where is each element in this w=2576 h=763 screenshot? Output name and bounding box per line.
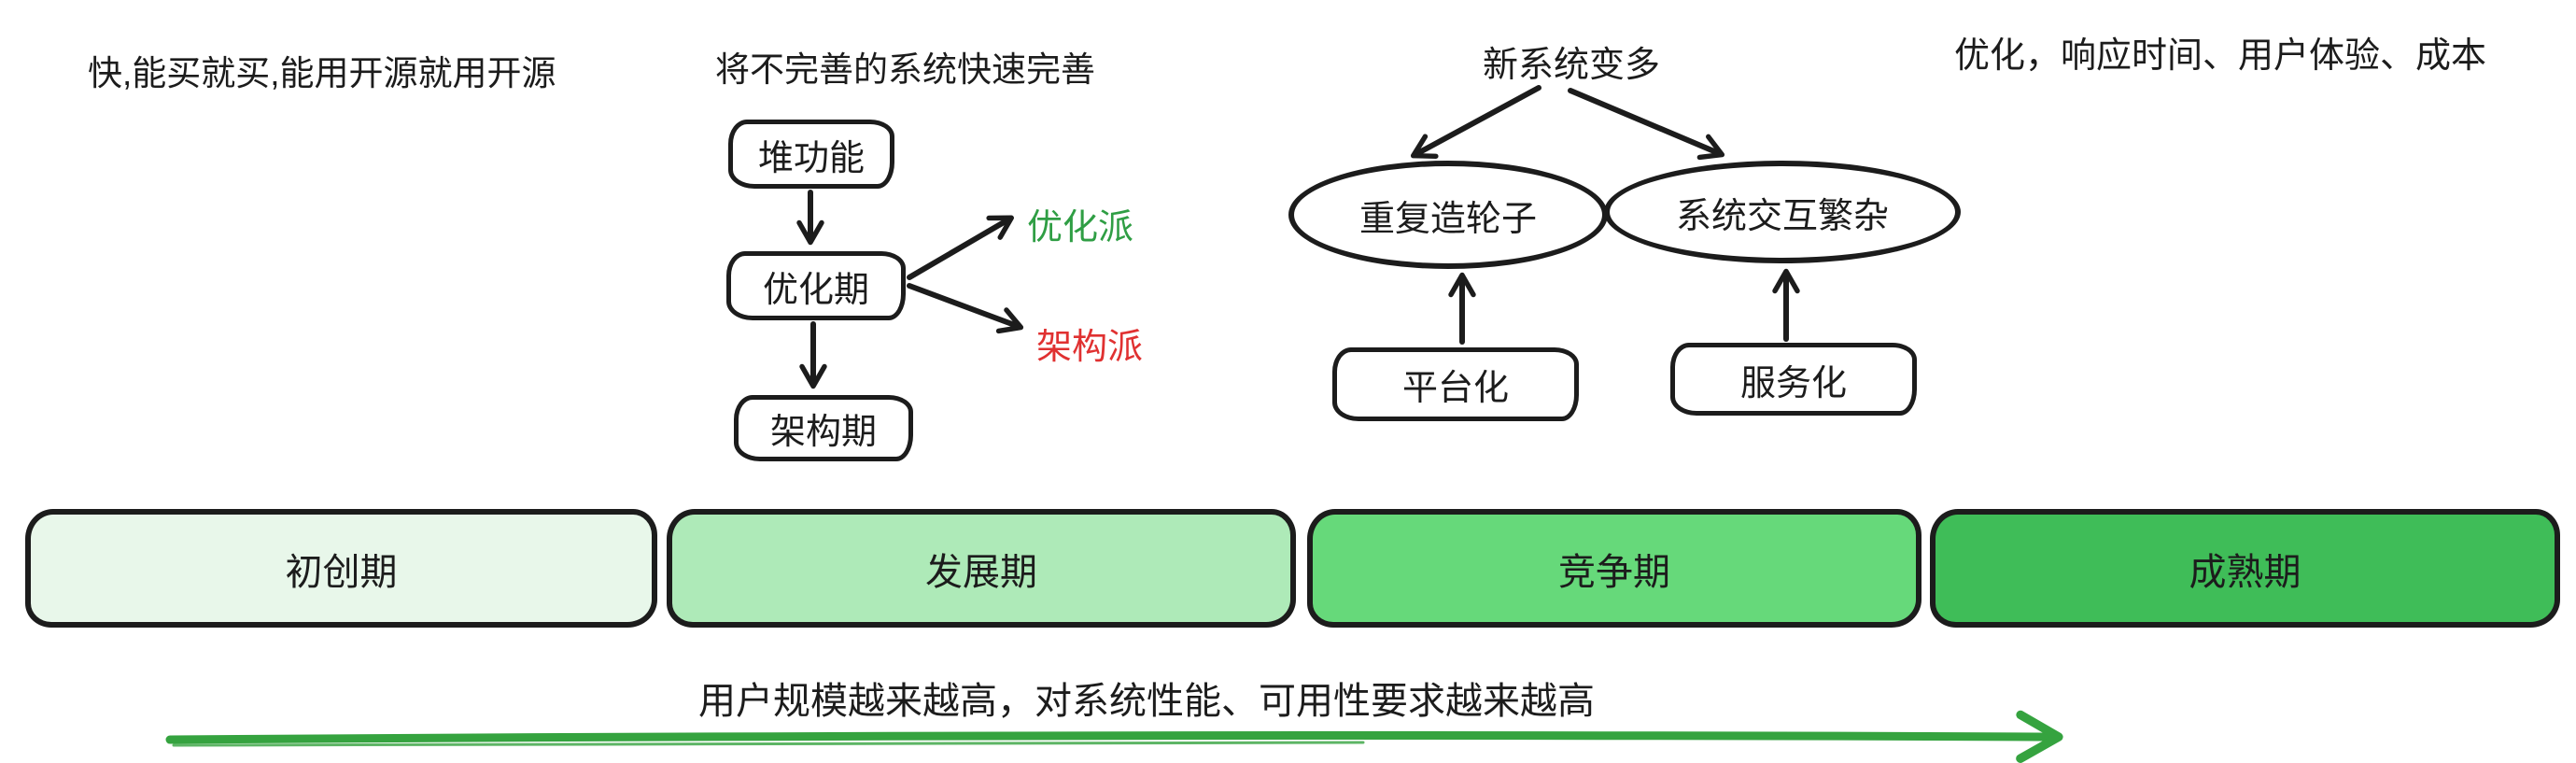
annotation-maturity: 优化，响应时间、用户体验、成本 bbox=[1954, 36, 2487, 76]
stage-bar-initial: 初创期 bbox=[25, 509, 657, 628]
ellipse-reinvent-wheel: 重复造轮子 bbox=[1288, 161, 1608, 269]
arrow-newsystems-to-interaction bbox=[1568, 88, 1725, 161]
stage-label: 发展期 bbox=[925, 551, 1037, 593]
node-label: 重复造轮子 bbox=[1358, 199, 1537, 239]
annotation-user-scale: 用户规模越来越高，对系统性能、可用性要求越来越高 bbox=[698, 681, 1595, 722]
node-servitization: 服务化 bbox=[1670, 343, 1917, 416]
annotation-competition: 新系统变多 bbox=[1483, 46, 1661, 85]
ellipse-complex-interaction: 系统交互繁杂 bbox=[1604, 161, 1961, 263]
node-architecture-phase: 架构期 bbox=[734, 395, 913, 461]
node-platformization: 平台化 bbox=[1332, 347, 1579, 421]
branch-optimize-label: 优化派 bbox=[1027, 208, 1134, 247]
node-label: 优化期 bbox=[762, 270, 869, 310]
stage-bar-maturity: 成熟期 bbox=[1930, 509, 2560, 628]
node-label: 架构期 bbox=[769, 413, 877, 452]
arrow-to-architecture-branch bbox=[907, 283, 1024, 334]
stage-label: 初创期 bbox=[285, 551, 398, 593]
annotation-growth: 将不完善的系统快速完善 bbox=[715, 50, 1095, 89]
arrow-newsystems-to-wheel bbox=[1410, 85, 1541, 159]
node-label: 服务化 bbox=[1739, 363, 1847, 403]
stage-bar-competition: 竞争期 bbox=[1307, 509, 1921, 628]
node-label: 堆功能 bbox=[757, 138, 865, 178]
stage-label: 成熟期 bbox=[2189, 551, 2302, 593]
node-optimize-phase: 优化期 bbox=[726, 251, 906, 320]
node-label: 平台化 bbox=[1401, 369, 1509, 408]
timeline-arrow-sketch-stroke bbox=[172, 741, 1365, 747]
node-label: 系统交互繁杂 bbox=[1675, 196, 1889, 236]
timeline-arrow bbox=[165, 710, 2063, 763]
stage-bar-growth: 发展期 bbox=[667, 509, 1296, 628]
annotation-startup: 快,能买就买,能用开源就用开源 bbox=[88, 54, 556, 92]
arrow-to-optimize-branch bbox=[907, 215, 1014, 280]
node-pile-features: 堆功能 bbox=[728, 120, 894, 189]
branch-architecture-label: 架构派 bbox=[1036, 328, 1144, 367]
stage-label: 竞争期 bbox=[1558, 551, 1670, 593]
